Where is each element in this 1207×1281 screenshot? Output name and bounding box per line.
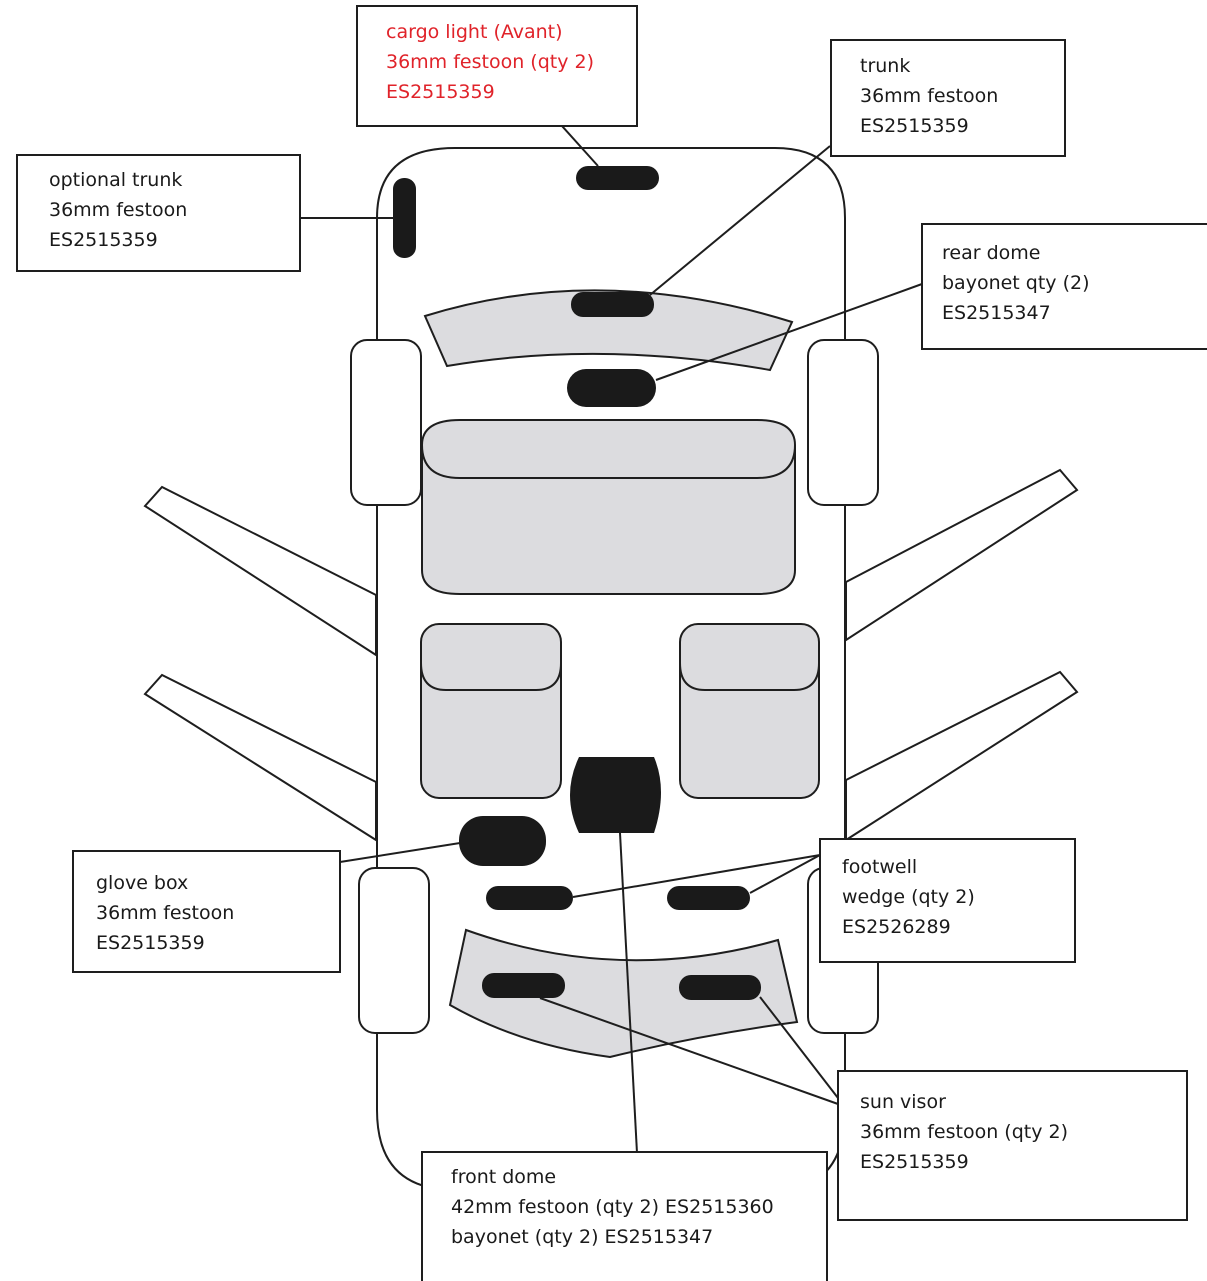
wheel-front-left [358, 867, 430, 1034]
label-cargo: cargo light (Avant) 36mm festoon (qty 2)… [386, 21, 600, 103]
door-rear-left [143, 485, 377, 657]
front-seat-left-headrest-line [420, 662, 562, 691]
label-cargo-line-1: cargo light (Avant) [386, 21, 563, 43]
bulbs [393, 166, 761, 1000]
label-glove-box: glove box 36mm festoon ES2515359 [96, 872, 240, 954]
label-front-dome-line-2: 42mm festoon (qty 2) ES2515360 [451, 1196, 774, 1218]
label-front-dome-line-3: bayonet (qty 2) ES2515347 [451, 1226, 713, 1248]
label-rear-dome-line-2: bayonet qty (2) [942, 272, 1090, 294]
label-optional-trunk-line-1: optional trunk [49, 169, 182, 191]
front-seat-left [420, 623, 562, 799]
bulb-footwell-right [667, 886, 750, 910]
front-seat-right-headrest-line [679, 662, 820, 691]
leader-rear-dome [655, 283, 923, 381]
bulb-cargo [576, 166, 659, 190]
rear-bench-top-curve [421, 444, 796, 479]
label-cargo-line-2: 36mm festoon (qty 2) [386, 51, 594, 73]
label-glove-box-line-3: ES2515359 [96, 932, 205, 954]
leader-trunk [649, 145, 831, 296]
label-box-trunk [830, 39, 1066, 157]
bulb-rear-dome [567, 369, 656, 407]
rear-window [423, 289, 794, 372]
label-sun-visor: sun visor 36mm festoon (qty 2) ES2515359 [860, 1091, 1074, 1173]
label-rear-dome-line-3: ES2515347 [942, 302, 1051, 324]
label-front-dome-line-1: front dome [451, 1166, 556, 1188]
label-sun-visor-line-1: sun visor [860, 1091, 946, 1113]
label-footwell: footwell wedge (qty 2) ES2526289 [842, 856, 981, 938]
leader-sun-visor-right [759, 996, 839, 1099]
wheel-rear-left [350, 339, 422, 506]
label-optional-trunk-line-2: 36mm festoon [49, 199, 187, 221]
leader-footwell-right [749, 854, 821, 894]
label-sun-visor-line-3: ES2515359 [860, 1151, 969, 1173]
leader-sun-visor-left [539, 997, 839, 1105]
label-optional-trunk: optional trunk 36mm festoon ES2515359 [49, 169, 193, 251]
open-doors [143, 468, 1079, 842]
bulb-sun-visor-right [679, 975, 761, 1000]
label-boxes [16, 5, 1207, 1281]
front-seat-right [679, 623, 820, 799]
label-texts: cargo light (Avant) 36mm festoon (qty 2)… [49, 21, 1096, 1248]
label-trunk-line-2: 36mm festoon [860, 85, 998, 107]
leader-front-dome [619, 832, 638, 1154]
label-cargo-line-3: ES2515359 [386, 81, 495, 103]
door-front-right [845, 670, 1079, 842]
bulb-glove-box [459, 816, 546, 866]
rear-bench-body [421, 419, 796, 595]
windshield [448, 928, 799, 1059]
label-footwell-line-3: ES2526289 [842, 916, 951, 938]
label-footwell-line-1: footwell [842, 856, 917, 878]
rear-bench-seat [421, 419, 796, 595]
leader-lines [300, 95, 923, 1154]
label-optional-trunk-line-3: ES2515359 [49, 229, 158, 251]
bulb-optional-trunk [393, 178, 416, 258]
label-rear-dome-line-1: rear dome [942, 242, 1040, 264]
door-front-left [143, 673, 377, 842]
label-footwell-line-2: wedge (qty 2) [842, 886, 975, 908]
front-seats [420, 623, 820, 799]
wheel-rear-right [807, 339, 879, 506]
label-box-optional-trunk [16, 154, 301, 272]
label-trunk-line-3: ES2515359 [860, 115, 969, 137]
bulb-front-dome [570, 757, 661, 833]
label-front-dome: front dome 42mm festoon (qty 2) ES251536… [451, 1166, 780, 1248]
label-glove-box-line-2: 36mm festoon [96, 902, 234, 924]
label-box-front-dome [421, 1151, 828, 1281]
bulb-sun-visor-left [482, 973, 565, 998]
door-rear-right [845, 468, 1079, 642]
bulb-footwell-left [486, 886, 573, 910]
label-box-rear-dome [921, 223, 1207, 350]
label-box-footwell [819, 838, 1076, 963]
label-box-glove-box [72, 850, 341, 973]
label-rear-dome: rear dome bayonet qty (2) ES2515347 [942, 242, 1096, 324]
label-sun-visor-line-2: 36mm festoon (qty 2) [860, 1121, 1068, 1143]
leader-footwell-left [572, 854, 821, 898]
label-trunk: trunk 36mm festoon ES2515359 [860, 55, 1004, 137]
label-trunk-line-1: trunk [860, 55, 910, 77]
label-box-sun-visor [837, 1070, 1188, 1221]
bulb-trunk [571, 292, 654, 317]
leader-glove-box [339, 842, 461, 863]
label-glove-box-line-1: glove box [96, 872, 188, 894]
label-box-cargo [356, 5, 638, 127]
